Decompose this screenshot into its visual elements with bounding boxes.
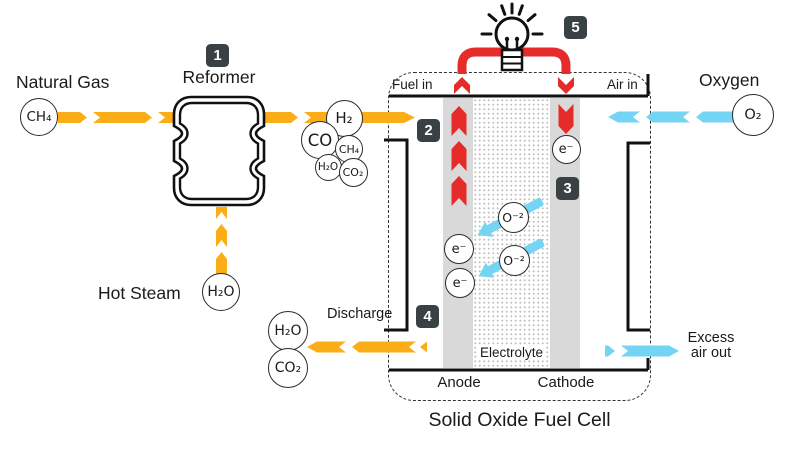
top-interconnect xyxy=(389,74,650,98)
oxygen-label: Oxygen xyxy=(699,70,760,90)
current-up-arrow xyxy=(454,77,470,94)
air-in-arrow xyxy=(608,111,734,123)
step-badge-4: 4 xyxy=(416,305,439,328)
step-badge-3: 3 xyxy=(556,177,579,200)
step-badge-5: 5 xyxy=(564,16,587,39)
discharge-label: Discharge xyxy=(327,306,393,322)
step-badge-2: 2 xyxy=(417,119,440,142)
o2-molecule: O₂ xyxy=(732,94,774,136)
exhaust-h2o-molecule: H₂O xyxy=(268,311,308,351)
cathode-electron-arrow xyxy=(558,104,574,134)
electron-cathode: e⁻ xyxy=(551,134,581,164)
excess-air-line1: Excess xyxy=(687,330,735,346)
electrolyte-label: Electrolyte xyxy=(477,345,547,360)
bottom-interconnect xyxy=(389,358,650,372)
cathode-contact xyxy=(626,141,650,332)
electrolyte-region xyxy=(473,98,550,368)
reformer-vessel xyxy=(172,95,266,207)
steam-molecule: H₂O xyxy=(202,273,240,311)
exhaust-co2-molecule: CO₂ xyxy=(268,348,308,388)
anode-label: Anode xyxy=(437,374,481,391)
natural-gas-label: Natural Gas xyxy=(16,72,110,92)
electron-anode-1: e⁻ xyxy=(444,234,474,264)
excess-air-arrow xyxy=(605,345,679,357)
steam-arrow xyxy=(216,207,227,274)
step-badge-1: 1 xyxy=(206,44,229,67)
hot-steam-label: Hot Steam xyxy=(98,283,181,303)
cathode-label: Cathode xyxy=(537,374,595,391)
anode-contact xyxy=(384,138,409,332)
excess-air-line2: air out xyxy=(690,345,732,361)
air-in-label: Air in xyxy=(607,77,638,92)
current-down-arrow xyxy=(558,77,574,94)
co-molecule: CO xyxy=(301,121,339,159)
ch4-molecule: CH₄ xyxy=(20,98,58,136)
h2o-small-molecule: H₂O xyxy=(314,153,342,181)
discharge-arrow xyxy=(307,341,427,353)
electron-anode-2: e⁻ xyxy=(445,268,475,298)
oxide-ion-2: O⁻² xyxy=(498,244,530,276)
reformer-label: Reformer xyxy=(182,67,256,87)
light-bulb-icon xyxy=(480,2,544,72)
diagram-title: Solid Oxide Fuel Cell xyxy=(428,409,611,431)
excess-air-label: Excess air out xyxy=(680,331,742,361)
co2-small-molecule: CO₂ xyxy=(338,157,368,187)
fuel-cell-boundary xyxy=(388,72,651,401)
oxide-ion-1: O⁻² xyxy=(497,201,529,233)
fuel-in-label: Fuel in xyxy=(392,77,433,92)
anode-electron-arrows xyxy=(451,106,467,206)
